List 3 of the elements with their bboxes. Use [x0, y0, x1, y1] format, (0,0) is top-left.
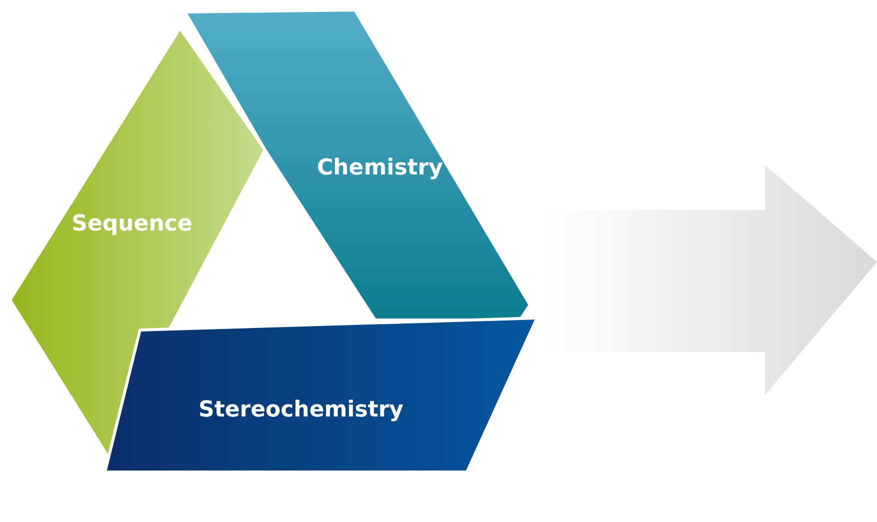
band-label: Sequence [72, 212, 192, 236]
band-label: Stereochemistry [198, 398, 404, 422]
band-label: Chemistry [317, 156, 443, 180]
